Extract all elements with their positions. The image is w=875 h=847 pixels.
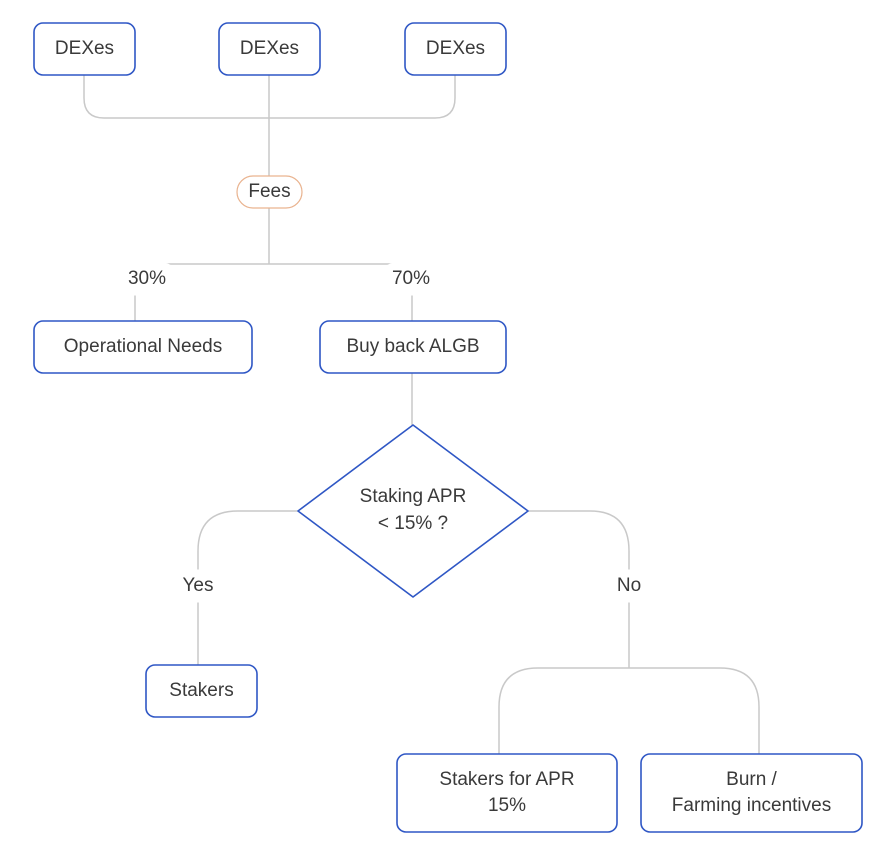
dexes-node-3: DEXes — [404, 22, 507, 76]
dexes-node-2: DEXes — [218, 22, 321, 76]
fees-label: Fees — [248, 181, 290, 202]
no-pill: No — [604, 569, 654, 603]
fees-pill: Fees — [236, 175, 303, 209]
buyback-label: Buy back ALGB — [346, 336, 479, 357]
burn-line2: Farming incentives — [672, 795, 831, 816]
stakers-apr-line1: Stakers for APR — [439, 769, 574, 790]
stakers-node: Stakers — [145, 664, 258, 718]
edge-decision-yes — [197, 510, 298, 665]
no-label: No — [617, 575, 641, 596]
dexes-node-1: DEXes — [33, 22, 136, 76]
burn-farming-node: Burn / Farming incentives — [640, 753, 863, 833]
stakers-apr-line2: 15% — [488, 795, 526, 816]
operational-needs-label: Operational Needs — [64, 336, 222, 357]
buyback-node: Buy back ALGB — [319, 320, 507, 374]
operational-needs-node: Operational Needs — [33, 320, 253, 374]
dexes-node-2-label: DEXes — [240, 38, 299, 59]
dexes-node-1-label: DEXes — [55, 38, 114, 59]
burn-line1: Burn / — [726, 769, 777, 790]
pct-70-label: 70% — [392, 268, 430, 289]
stakers-label: Stakers — [169, 680, 233, 701]
edge-decision-no — [528, 510, 630, 668]
edge-no-split-right — [629, 667, 760, 754]
pct-30-label: 30% — [128, 268, 166, 289]
dexes-node-3-label: DEXes — [426, 38, 485, 59]
decision-line2: < 15% ? — [378, 513, 448, 534]
edges — [83, 75, 760, 754]
stakers-apr-node: Stakers for APR 15% — [396, 753, 618, 833]
yes-label: Yes — [183, 575, 214, 596]
decision-diamond: Staking APR < 15% ? — [297, 424, 529, 598]
decision-line1: Staking APR — [360, 486, 467, 507]
yes-pill: Yes — [169, 569, 227, 603]
edge-no-split-left — [498, 667, 629, 754]
pct-30-pill: 30% — [115, 262, 179, 296]
pct-70-pill: 70% — [379, 262, 443, 296]
